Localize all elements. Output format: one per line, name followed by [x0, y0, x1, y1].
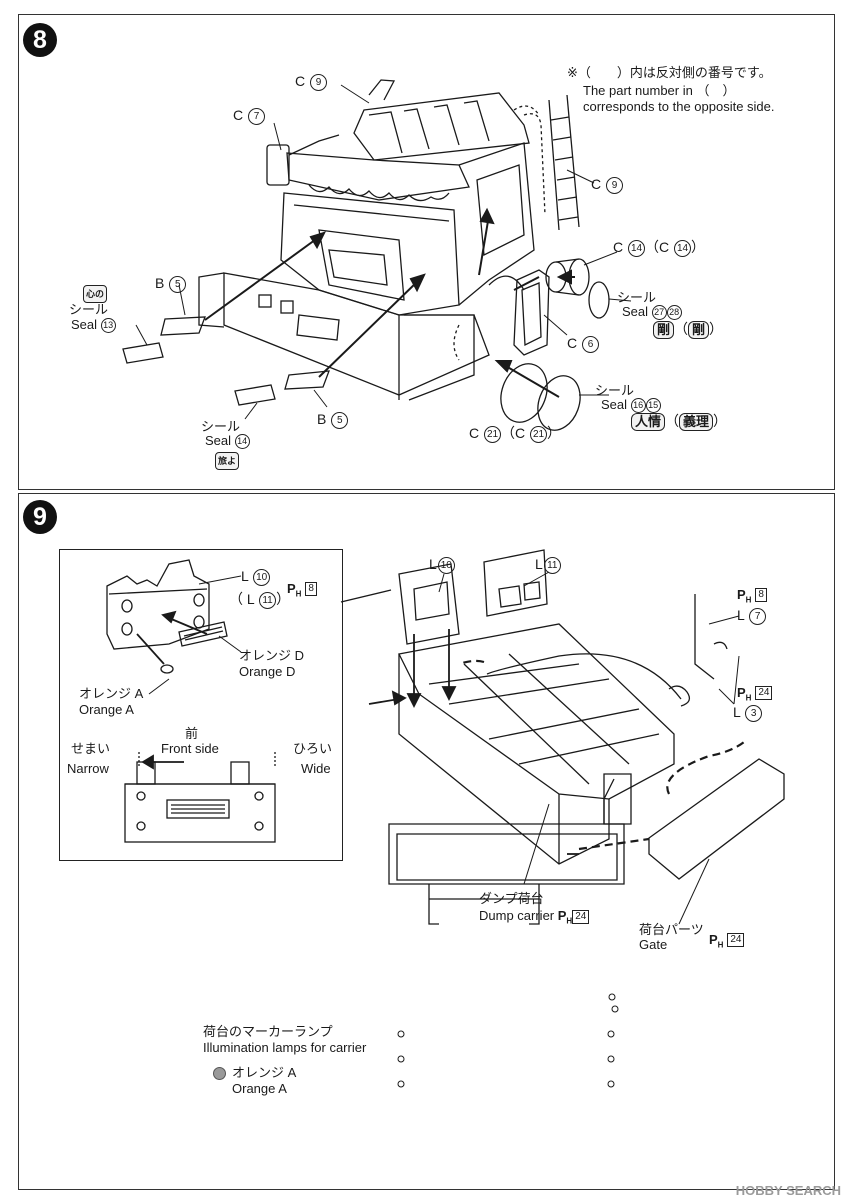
part-l7: L 7	[737, 607, 767, 625]
inset-orange-d-jp: オレンジ D	[239, 648, 305, 663]
gate-en: Gate	[639, 937, 668, 952]
dump-carrier-diagram	[106, 549, 785, 1088]
paint-ref-ph8: PH 8	[737, 586, 767, 609]
seal-14-badge: 旅よ	[215, 452, 240, 470]
inset-part-l10: L 10	[241, 568, 271, 586]
seal-13-badge: 心の	[83, 285, 108, 303]
cab-assembly-diagram	[122, 79, 632, 431]
seal-27-badges: 剛（剛）	[653, 321, 723, 339]
note-opposite-side-en1: The part number in （ ）	[583, 83, 736, 98]
part-c9-right: C 9	[591, 176, 624, 194]
lamp-orange-a-en: Orange A	[232, 1081, 287, 1096]
seal-13: Seal 13	[71, 317, 116, 334]
lamps-en: Illumination lamps for carrier	[203, 1040, 367, 1055]
watermark: HOBBY SEARCH	[735, 1183, 841, 1198]
note-opposite-side-en2: corresponds to the opposite side.	[583, 99, 775, 114]
part-b5-top: B 5	[155, 275, 187, 293]
part-c9-top: C 9	[295, 73, 328, 91]
inset-front-en: Front side	[161, 741, 219, 756]
step-9-number: 9	[23, 500, 57, 534]
inset-narrow-jp: せまい	[71, 741, 111, 756]
orange-a-dot-icon	[213, 1067, 226, 1081]
inset-orange-a-en: Orange A	[79, 702, 134, 717]
step-9-panel: 9	[18, 493, 835, 1190]
part-b5-bottom: B 5	[317, 411, 349, 429]
gate-jp: 荷台パーツ	[639, 922, 704, 937]
inset-wide-jp: ひろい	[293, 741, 333, 756]
inset-part-l11: （ L 11）	[229, 591, 291, 609]
seal-14: Seal 14	[205, 433, 250, 450]
lamps-jp: 荷台のマーカーランプ	[203, 1024, 333, 1039]
part-l3: L 3	[733, 704, 763, 722]
paint-ref-ph24-c: PH 24	[709, 931, 745, 954]
inset-orange-a-jp: オレンジ A	[79, 686, 144, 701]
seal-14-jp: シール	[201, 419, 241, 434]
part-c14: C 14（C 14）	[613, 239, 706, 257]
seal-16-jp: シール	[595, 383, 635, 398]
seal-16-badges: 人情（義理）	[631, 413, 727, 431]
lamp-orange-a-jp: オレンジ A	[213, 1065, 296, 1081]
part-c6: C 6	[567, 335, 600, 353]
step-8-number: 8	[23, 23, 57, 57]
inset-narrow-en: Narrow	[67, 761, 109, 776]
inset-front-jp: 前	[185, 726, 199, 741]
inset-orange-d-en: Orange D	[239, 664, 296, 679]
paint-ref-ph24-a: PH 24	[737, 684, 773, 707]
part-c21: C 21（C 21）	[469, 425, 562, 443]
seal-27-jp: シール	[617, 290, 657, 305]
part-c7: C 7	[233, 107, 266, 125]
dump-carrier-jp: ダンプ荷台	[479, 891, 544, 906]
seal-13-jp: シール	[69, 302, 109, 317]
headboard-detail-inset	[59, 549, 343, 861]
step-8-panel: 8	[18, 14, 835, 490]
note-opposite-side-jp: ※（ ）内は反対側の番号です。	[567, 65, 772, 80]
inset-wide-en: Wide	[301, 761, 331, 776]
inset-paint-ref: PH 8	[287, 580, 317, 603]
